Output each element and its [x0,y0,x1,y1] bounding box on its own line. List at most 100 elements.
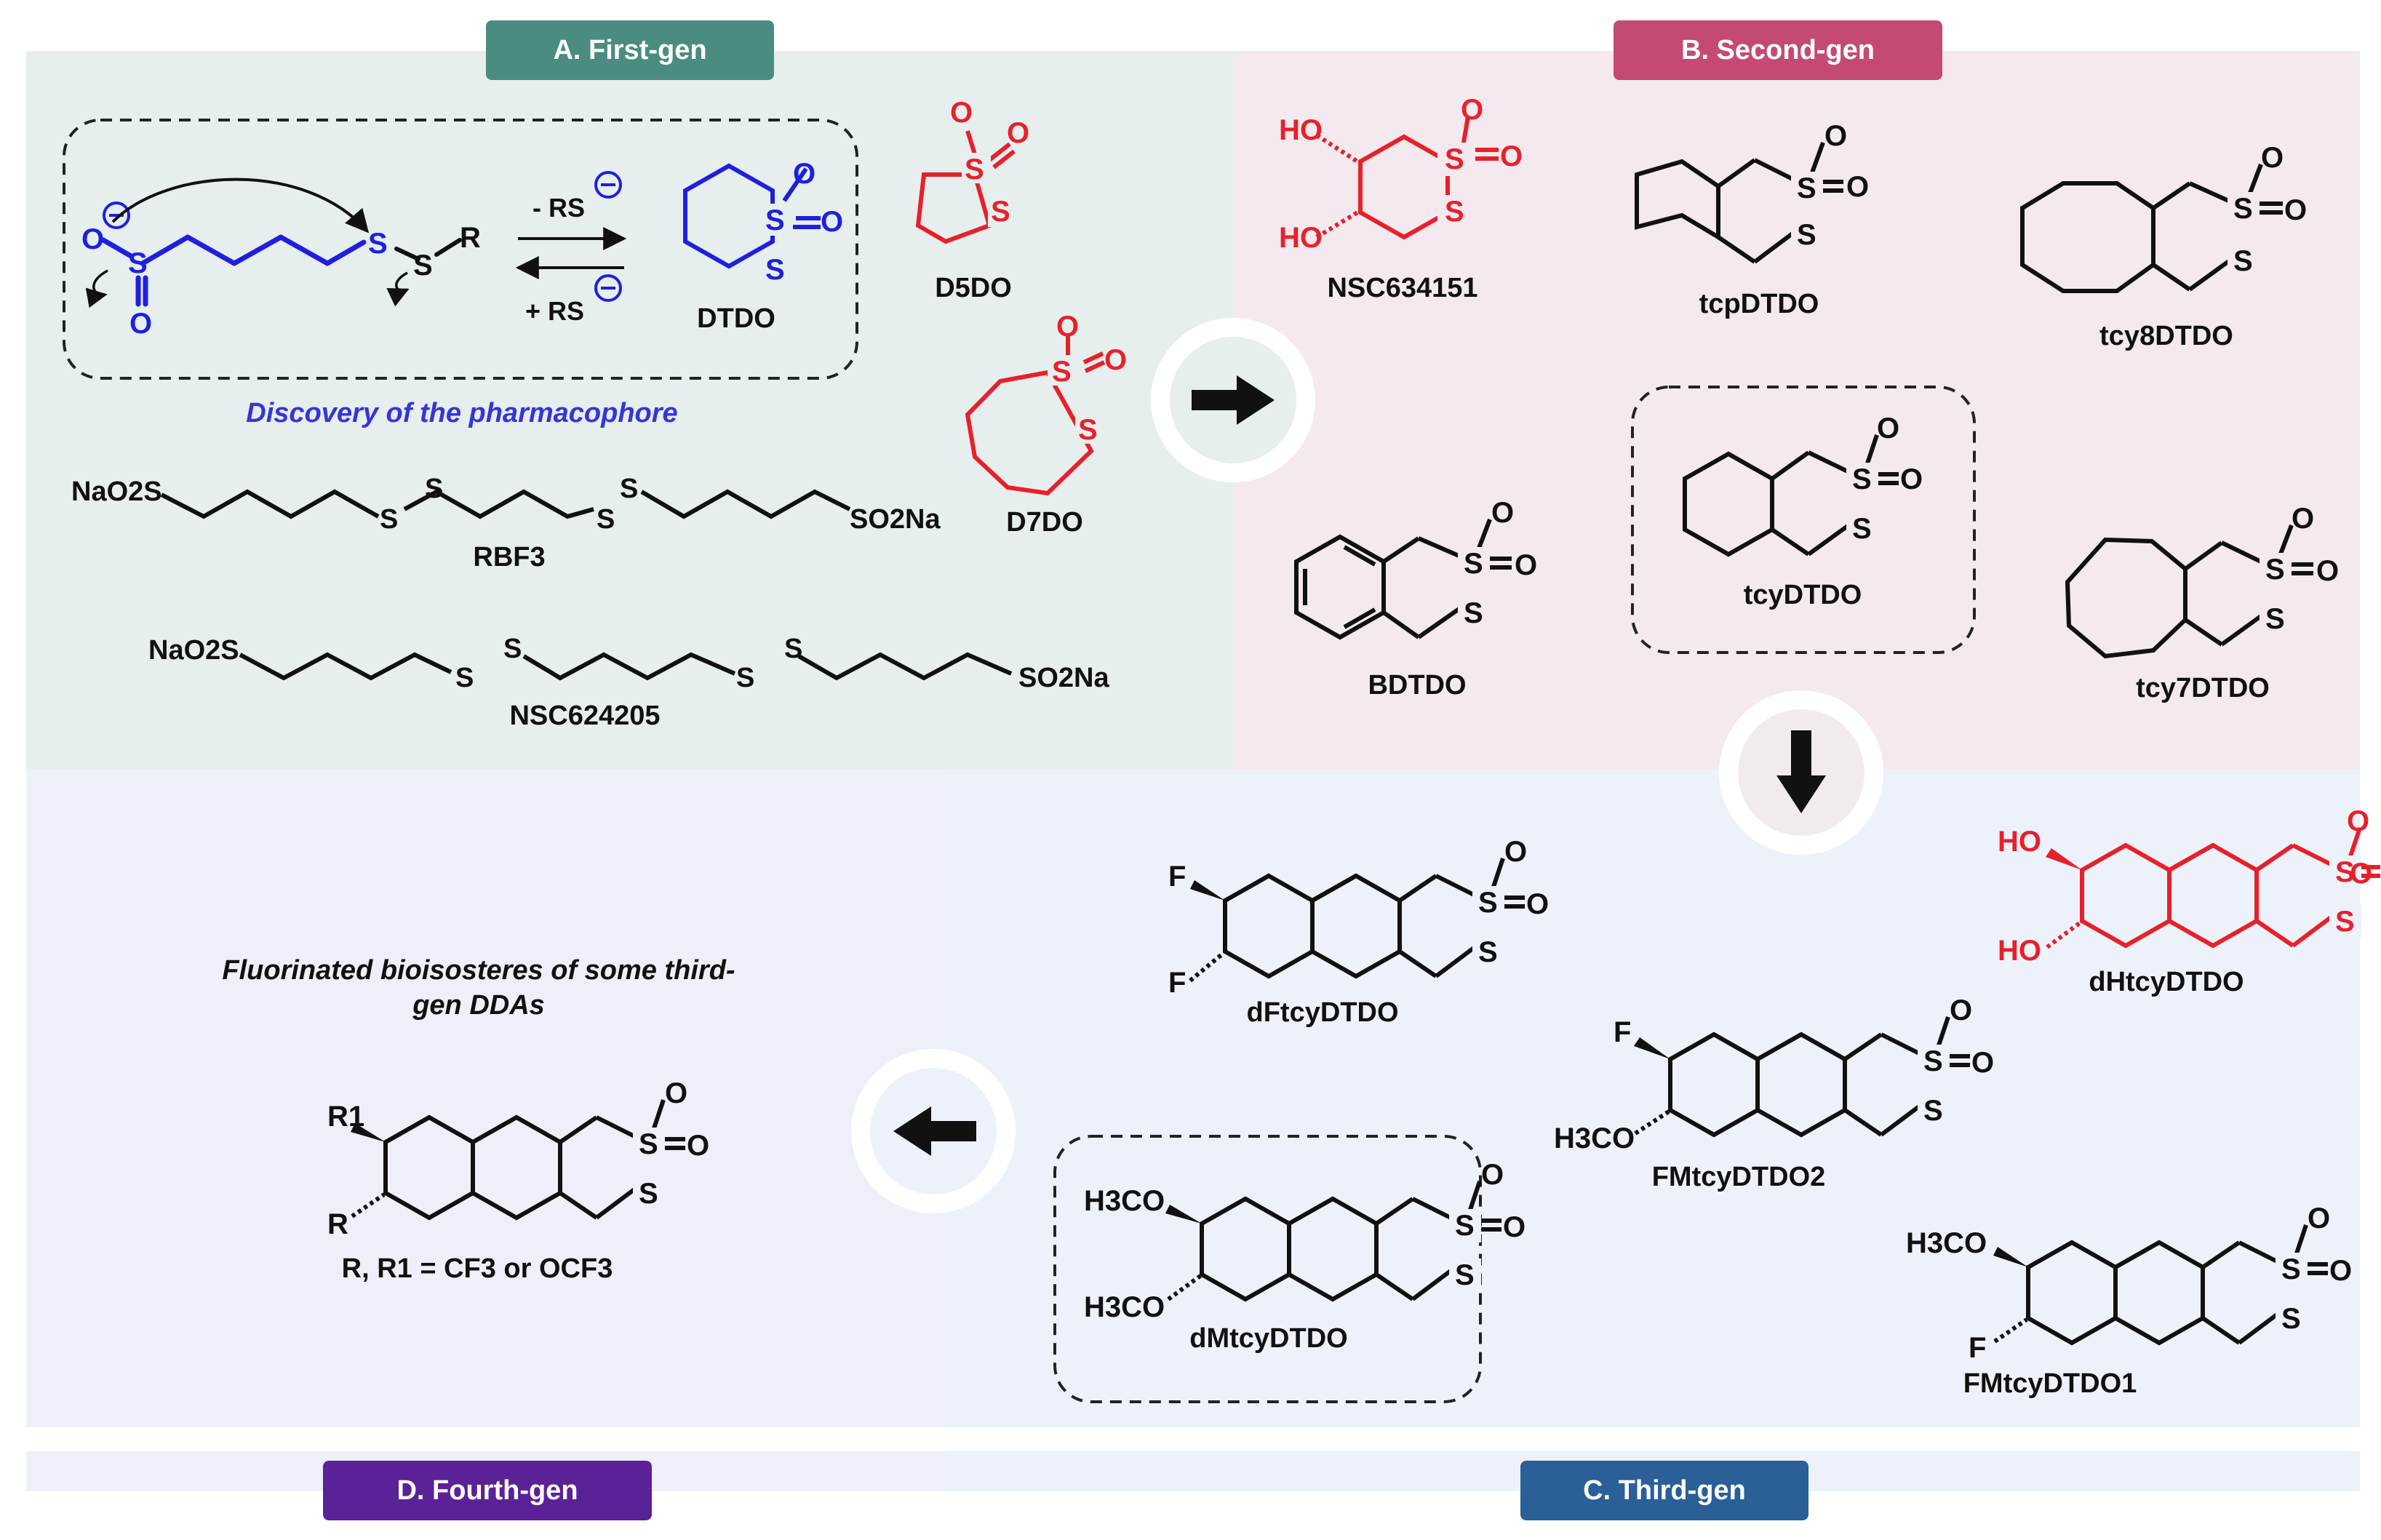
label-mask [2260,553,2292,586]
dmtcydtdo-structure [1167,1181,1501,1302]
svg-text:R1: R1 [327,1101,364,1133]
tcy7dtdo-atoms: S S O O [2265,503,2339,635]
svg-text:S: S [2233,245,2253,277]
dtdo-atoms: S S O O [765,158,843,286]
svg-text:SO2Na: SO2Na [1018,663,1109,693]
fmtcydtdo2-atoms: S S O O F H3CO [1554,994,1994,1154]
d7do-label: D7DO [1006,507,1083,538]
charge-minus-circle [103,202,130,229]
panel-a-header: A. First-gen [486,20,774,80]
svg-text:O: O [687,1130,709,1162]
label-mask [1449,1258,1481,1292]
svg-text:F: F [1168,967,1186,999]
panel-b-background [1234,51,2360,769]
svg-text:S: S [1052,356,1072,388]
tcpdtdo-structure [1635,141,1843,264]
d5do-label: D5DO [935,273,1012,303]
label-mask [761,204,790,236]
label-mask [633,1177,665,1210]
atom-s-leaving: S [413,250,433,282]
dhtcydtdo-structure [2046,827,2380,949]
svg-text:O: O [1971,1047,1994,1079]
label-mask [1846,463,1878,496]
panel-d-header: D. Fourth-gen [323,1461,652,1520]
svg-text:O: O [1007,117,1029,149]
svg-text:O: O [2350,858,2372,890]
curved-arrow-small [85,269,108,308]
rs-plus-label: + RS [525,296,584,326]
svg-text:NaO2S: NaO2S [71,476,162,507]
svg-text:O: O [1056,311,1079,343]
label-mask [1472,886,1504,919]
fourth-gen-caption-line2: gen DDAs [412,990,545,1021]
svg-text:O: O [2292,503,2314,535]
panel-a-background [26,51,1234,769]
wedge-bond [1190,880,1225,901]
label-mask [1918,1045,1950,1078]
label-mask [2260,602,2292,636]
atom-s: S [128,247,148,279]
svg-text:O: O [821,206,843,238]
label-mask [1449,1209,1481,1242]
svg-text:S: S [639,1178,658,1210]
svg-text:S: S [1923,1095,1943,1127]
svg-text:R: R [327,1208,348,1240]
label-mask [1846,512,1878,546]
nsc634151-label: NSC634151 [1327,273,1477,303]
panel-c-background [943,769,2360,1427]
label-mask [962,153,991,183]
label-mask [761,253,790,285]
label-mask [2276,1253,2308,1286]
svg-text:O: O [1900,463,1923,495]
svg-text:S: S [1445,196,1464,228]
svg-text:S: S [1455,1210,1475,1242]
svg-text:O: O [1526,888,1549,920]
wedge-bond [1993,1247,2028,1267]
svg-text:S: S [1852,463,1872,495]
label-mask [1458,547,1490,581]
dmtcydtdo-atoms: S S O O H3CO H3CO [1084,1159,1525,1323]
tcy7dtdo-structure [2065,524,2313,659]
svg-text:O: O [2261,142,2284,174]
fmtcydtdo1-structure [1993,1224,2328,1346]
tcy8dtdo-structure [2020,163,2283,293]
svg-text:O: O [1503,1211,1525,1243]
svg-text:O: O [665,1077,687,1109]
svg-text:S: S [1478,936,1498,968]
svg-text:F: F [1969,1332,1986,1364]
svg-text:O: O [1500,140,1523,172]
tcydtdo-highlight-box [1631,386,1976,654]
charge-minus-circle [594,171,622,199]
svg-text:S: S [1464,597,1483,629]
svg-text:F: F [1614,1016,1631,1048]
label-mask [1791,172,1823,205]
tcpdtdo-label: tcpDTDO [1699,289,1819,319]
svg-text:O: O [1877,412,1899,444]
curved-arrow-attack [111,177,370,234]
tcpdtdo-atoms: S S O O [1797,120,1869,251]
label-mask [2228,244,2260,278]
dmtcydtdo-label: dMtcyDTDO [1189,1323,1347,1354]
label-mask [633,1128,665,1161]
svg-text:S: S [2335,856,2355,888]
svg-text:O: O [1846,171,1869,203]
svg-text:S: S [1464,548,1483,580]
wedge-bond [1634,1037,1670,1059]
svg-text:O: O [2284,194,2307,226]
dmtcydtdo-highlight-box [1053,1135,1482,1403]
svg-text:S: S [765,254,785,286]
label-mask [2329,855,2361,889]
dftcydtdo-structure [1189,858,1525,983]
discovery-caption: Discovery of the pharmacophore [246,398,677,428]
d7do-atoms: S S O O [1052,311,1127,446]
arrow-c-to-d [851,1049,1016,1213]
label-mask [1918,1094,1950,1128]
svg-text:S: S [425,474,443,504]
svg-text:S: S [639,1128,658,1160]
nsc634151-atoms: S S O O HO HO [1279,94,1523,254]
mechanism-open-chain [100,234,367,307]
svg-text:S: S [503,634,522,664]
svg-text:H3CO: H3CO [1554,1122,1635,1154]
wedge-bond [351,1123,386,1142]
nsc624205-structure [239,652,1013,681]
